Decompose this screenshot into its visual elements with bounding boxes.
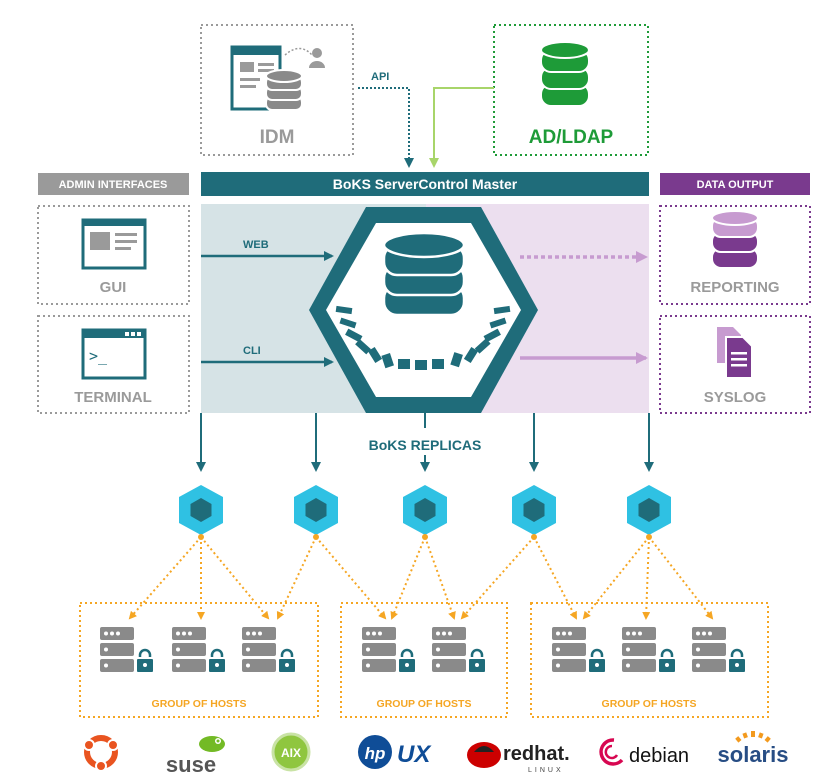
api-connector <box>358 87 414 168</box>
terminal-box <box>37 315 190 414</box>
solaris-wordmark: solaris <box>718 742 789 767</box>
ad-ldap-label: AD/LDAP <box>529 127 614 148</box>
locked-server-icon <box>690 625 748 675</box>
host-group-label: GROUP OF HOSTS <box>602 698 697 710</box>
locked-server-icon <box>550 625 608 675</box>
database-icon-master <box>382 231 466 317</box>
idm-icon <box>230 45 325 111</box>
aix-wordmark: AIX <box>281 746 301 760</box>
web-label: WEB <box>243 239 269 251</box>
admin-interfaces-header-text: ADMIN INTERFACES <box>59 179 168 191</box>
replica-ports <box>198 534 652 540</box>
terminal-label: TERMINAL <box>74 389 152 406</box>
redhat-wordmark: redhat. <box>503 743 570 765</box>
document-icon <box>717 327 753 379</box>
admin-interfaces-header <box>38 173 189 195</box>
replica-node <box>627 485 671 535</box>
replica-node <box>294 485 338 535</box>
locked-server-icon <box>430 625 488 675</box>
locked-server-icon <box>98 625 156 675</box>
ad-ldap-box <box>493 24 649 156</box>
replica-node <box>403 485 447 535</box>
reporting-label: REPORTING <box>690 279 779 296</box>
data-output-header-text: DATA OUTPUT <box>697 179 774 191</box>
replica-distribution-lines <box>196 413 654 470</box>
api-label: API <box>371 71 389 83</box>
replica-node <box>179 485 223 535</box>
redhat-logo: redhat. LINUX <box>467 742 570 774</box>
suse-wordmark: suse <box>166 752 216 777</box>
locked-server-icon <box>620 625 678 675</box>
terminal-icon <box>81 328 147 380</box>
ubuntu-logo <box>83 735 119 772</box>
gui-icon <box>81 218 147 270</box>
gauge-ring <box>335 305 511 370</box>
debian-wordmark: debian <box>629 745 689 767</box>
suse-logo: suse <box>166 736 225 777</box>
replicas-label: BoKS REPLICAS <box>369 437 482 453</box>
ad-ldap-connector <box>429 87 494 168</box>
locked-server-icon <box>170 625 228 675</box>
database-icon-green <box>540 41 590 107</box>
ux-wordmark: UX <box>397 741 432 768</box>
hp-ux-logo: hp UX <box>358 735 432 769</box>
terminal-prompt: >_ <box>89 347 108 365</box>
host-group-label: GROUP OF HOSTS <box>152 698 247 710</box>
host-group-1 <box>79 602 319 718</box>
host-group-label: GROUP OF HOSTS <box>377 698 472 710</box>
locked-server-icon <box>360 625 418 675</box>
database-icon-purple <box>711 210 759 269</box>
host-group-3 <box>530 602 769 718</box>
solaris-logo: solaris <box>718 731 789 767</box>
syslog-label: SYSLOG <box>704 389 767 406</box>
cli-label: CLI <box>243 345 261 357</box>
idm-box <box>200 24 354 156</box>
linux-wordmark: LINUX <box>528 767 564 774</box>
master-header-text: BoKS ServerControl Master <box>333 176 518 192</box>
syslog-box <box>659 315 811 414</box>
master-hexagon <box>309 207 538 413</box>
gui-box <box>37 205 190 305</box>
master-header <box>201 172 649 196</box>
hp-wordmark: hp <box>365 744 386 763</box>
locked-server-icon <box>240 625 298 675</box>
replica-node <box>512 485 556 535</box>
data-output-header <box>660 173 810 195</box>
gui-label: GUI <box>100 279 127 296</box>
reporting-box <box>659 205 811 305</box>
debian-logo: debian <box>599 738 689 767</box>
idm-label: IDM <box>260 127 295 148</box>
replica-host-links <box>128 536 714 620</box>
aix-logo: AIX <box>271 732 311 772</box>
